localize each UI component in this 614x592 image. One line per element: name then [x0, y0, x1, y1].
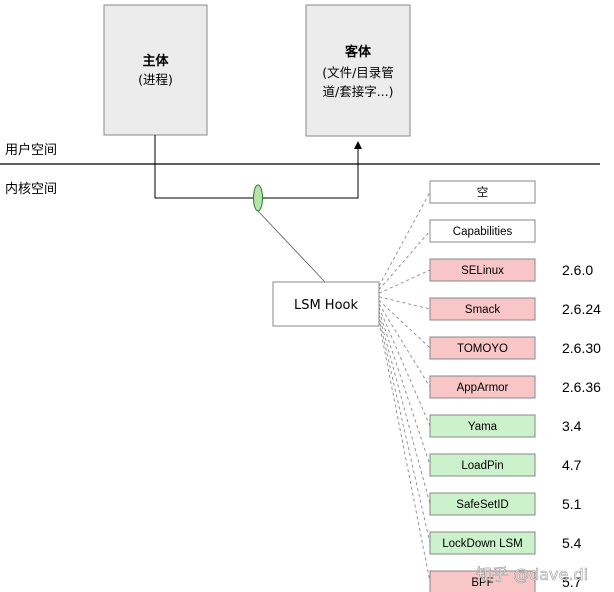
- module-connector-bpf: [378, 321, 431, 583]
- object-box: 客体 (文件/目录管 道/套接字...): [305, 4, 411, 137]
- module-connector-safesetid: [378, 314, 431, 505]
- module-label-safesetid: SafeSetID: [456, 499, 508, 511]
- module-label-lockdown-lsm: LockDown LSM: [442, 538, 523, 550]
- watermark-text: 知乎 @dave.di: [476, 565, 588, 584]
- module-version-loadpin: 4.7: [562, 457, 582, 473]
- object-subtitle-line-1: (文件/目录管: [322, 65, 394, 80]
- module-box-tomoyo: [429, 336, 536, 360]
- module-connector-capabilities: [378, 230, 431, 290]
- module-box-safesetid: [429, 492, 536, 516]
- module-box-lockdown-lsm: [429, 531, 536, 555]
- module-version-tomoyo: 2.6.30: [562, 340, 601, 356]
- module-box-selinux: [429, 258, 536, 282]
- module-label-smack: Smack: [465, 304, 500, 316]
- module-box-smack: [429, 297, 536, 321]
- module-label-empty: 空: [477, 185, 489, 199]
- module-label-apparmor: AppArmor: [457, 382, 509, 394]
- module-box-empty: [429, 180, 536, 204]
- module-version-apparmor: 2.6.36: [562, 379, 601, 395]
- module-box-capabilities: [429, 219, 536, 243]
- module-label-selinux: SELinux: [461, 265, 504, 277]
- user-space-label: 用户空间: [5, 142, 57, 158]
- module-label-tomoyo: TOMOYO: [457, 343, 508, 355]
- object-subtitle-line-2: 道/套接字...): [322, 84, 393, 99]
- kernel-space-label: 内核空间: [5, 181, 57, 197]
- module-connector-empty: [378, 191, 431, 287]
- module-box-loadpin: [429, 453, 536, 477]
- lsm-hook-box: LSM Hook: [272, 281, 380, 327]
- module-version-bpf: 5.7: [562, 574, 582, 590]
- module-version-safesetid: 5.1: [562, 496, 582, 512]
- subject-title: 主体: [142, 53, 169, 69]
- module-connector-apparmor: [378, 303, 431, 388]
- module-connector-selinux: [378, 269, 431, 294]
- module-version-selinux: 2.6.0: [562, 262, 593, 278]
- object-title: 客体: [345, 44, 372, 60]
- subject-box: 主体 (进程): [103, 4, 208, 136]
- module-version-lockdown-lsm: 5.4: [562, 535, 582, 551]
- module-label-loadpin: LoadPin: [461, 460, 503, 472]
- hook-point-oval: [253, 184, 263, 212]
- module-label-yama: Yama: [468, 421, 498, 433]
- module-box-bpf: [429, 570, 536, 592]
- module-label-bpf: BPF: [471, 577, 493, 589]
- module-box-apparmor: [429, 375, 536, 399]
- module-connector-loadpin: [378, 311, 431, 466]
- hook-connector-line: [257, 210, 326, 283]
- module-connector-smack: [378, 296, 431, 310]
- module-label-capabilities: Capabilities: [453, 226, 513, 238]
- module-box-yama: [429, 414, 536, 438]
- module-connector-lockdown-lsm: [378, 318, 431, 544]
- module-version-smack: 2.6.24: [562, 301, 601, 317]
- lsm-hook-label: LSM Hook: [294, 298, 359, 313]
- subject-subtitle: (进程): [138, 72, 173, 87]
- module-version-yama: 3.4: [562, 418, 582, 434]
